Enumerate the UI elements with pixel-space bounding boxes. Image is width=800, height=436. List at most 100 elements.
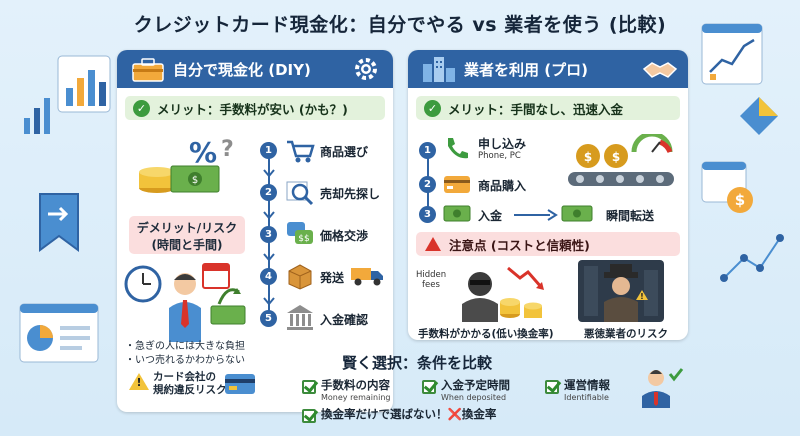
line-chart-icon [701,23,763,85]
diy-demerit-subtitle: (時間と手間) [151,238,223,252]
report-pie-icon [19,303,99,363]
money-percent-icon: $ % ? [139,136,234,193]
svg-text:?: ? [221,137,234,162]
phone-icon [448,138,468,159]
hidden-fees-label: Hidden fees [416,270,447,290]
pro-step-result: 瞬間転送 [606,209,655,223]
bank-icon [287,305,313,330]
diy-panel: 自分で現金化 (DIY) ✓ メリット：手数料が安い (かも？) $ % ? デ… [117,50,393,412]
pro-merit-label: メリット：手間なし、迅速入金 [448,101,624,117]
person-check-icon [642,368,684,408]
fees-thief-icon [462,266,544,322]
diy-merit-label: メリット：手数料が安い (かも？) [157,101,348,117]
cash-icon [443,205,471,222]
magnifier-chart-icon [286,181,314,206]
criteria-sub: Money remaining [321,393,391,402]
pro-step-sub: Phone, PC [478,151,521,161]
bookmark-icon [39,193,79,252]
svg-text:$: $ [612,150,620,164]
svg-text:$: $ [192,175,198,186]
diy-demerit-box: デメリット/リスク (時間と手間) [129,216,245,254]
warning-icon: ! [129,373,149,391]
pro-step-number: 1 [419,142,436,159]
diy-warning-line: 規約違反リスク [153,384,227,396]
diy-warning-text: カード会社の 規約違反リスク [153,371,227,397]
diy-step-label: 価格交渉 [320,229,369,243]
check-icon: ✓ [133,99,150,117]
shady-dealer-panel: ! [578,260,664,322]
diy-warning-line: カード会社の [153,371,216,383]
criteria-label: 運営情報 [564,378,610,392]
pro-panel-header: 業者を利用 (プロ) [408,50,688,88]
credit-card-icon [444,176,470,193]
stressed-person-icon [124,263,246,342]
diy-header-label: 自分で現金化 (DIY) [173,60,311,79]
network-icon [720,234,784,282]
pro-step-label: 商品購入 [478,179,527,193]
criteria-warning-suffix: 換金率 [461,407,497,421]
svg-text:$: $ [735,191,745,209]
pro-step-label: 入金 [478,209,503,223]
diy-step-label: 商品選び [320,145,369,159]
criteria-warning-label: 換金率だけで選ばない！❌換金率 [321,406,496,422]
chat-dollar-icon: $$ [287,222,313,244]
diy-bullet: ・急ぎの人には大きな負担 [125,341,245,352]
diy-merit-bar: ✓ メリット：手数料が安い (かも？) [125,96,385,120]
svg-text:%: % [189,136,217,169]
warning-icon [425,237,441,251]
criteria-label: 入金予定時間 [441,378,510,392]
bar-chart-icon [24,98,50,134]
diy-demerit-title: デメリット/リスク [136,221,238,235]
diy-bullet: ・いつ売れるかわからない [125,355,245,366]
cash-icon [561,205,593,222]
truck-icon [351,268,383,286]
diy-step-number: 4 [260,268,277,285]
credit-card-icon [225,374,255,394]
criteria-warning-text: 換金率だけで選ばない！ [321,407,448,421]
diy-step-number: 5 [260,310,277,327]
pro-caution-label: 注意点 (コストと信頼性) [449,237,590,253]
diy-step-label: 入金確認 [320,313,369,327]
checkbox-icon [302,380,316,394]
buildings-icon [423,57,455,82]
toolbox-icon [132,58,164,82]
pro-caution-bar: 注意点 (コストと信頼性) [416,232,680,256]
shopping-cart-icon [287,140,315,163]
svg-text:$$: $$ [298,234,309,244]
choice-title: 賢く選択：条件を比較 [342,354,493,372]
diy-step-label: 売却先探し [320,187,381,201]
bad-dealer-label: 悪徳業者のリスク [584,328,668,340]
pro-step-number: 3 [419,206,436,223]
criteria-label: 手数料の内容 [321,378,390,392]
page-title: クレジットカード現金化：自分でやる vs 業者を使う (比較) [133,14,667,36]
checkbox-icon [422,380,436,394]
diamond-icon [740,97,778,135]
cross-icon: ❌ [447,407,462,421]
diy-panel-header: 自分で現金化 (DIY) [117,50,393,88]
fee-label: 手数料がかかる(低い換金率) [418,328,554,340]
dollar-window-icon: $ [701,161,753,213]
shady-dealer-icon: ! [584,264,658,322]
pro-step-number: 2 [419,176,436,193]
diy-step-number: 1 [260,142,277,159]
svg-text:!: ! [640,292,644,301]
check-icon: ✓ [424,99,441,117]
diy-step-label: 発送 [320,271,345,285]
diy-step-number: 3 [260,226,277,243]
checkbox-icon [302,409,316,423]
pro-header-label: 業者を利用 (プロ) [464,60,588,79]
pro-panel: 業者を利用 (プロ) ✓ メリット：手間なし、迅速入金 1 申し込み Phone… [408,50,688,340]
diy-step-number: 2 [260,184,277,201]
criteria-sub: Identifiable [564,393,609,402]
arrow-right-icon [514,209,558,221]
pro-step-label: 申し込み [478,137,527,151]
gear-icon [355,58,377,80]
package-icon [288,264,312,290]
svg-text:$: $ [584,150,592,164]
criteria-sub: When deposited [441,393,507,402]
pro-merit-bar: ✓ メリット：手間なし、迅速入金 [416,96,680,120]
handshake-icon [642,62,678,78]
conveyor-money-icon: $ $ [568,134,674,186]
diy-step-arrows [263,169,275,306]
checkbox-icon [545,380,559,394]
